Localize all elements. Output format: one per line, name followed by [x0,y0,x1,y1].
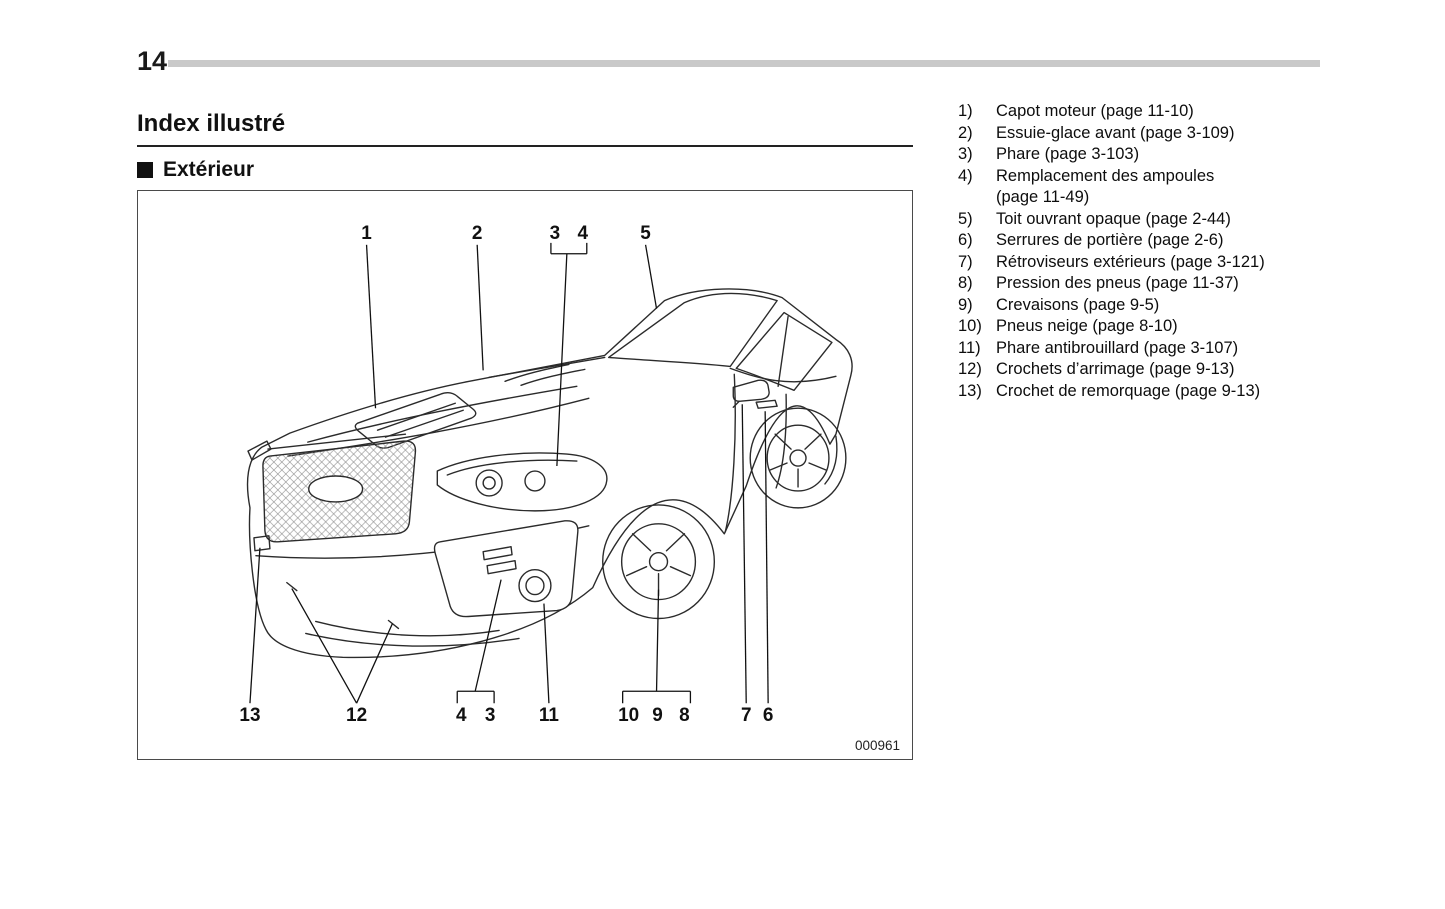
index-item-label: Pression des pneus (page 11-37) [996,274,1239,292]
callout-label: 8 [679,705,690,726]
wipers [504,363,586,387]
index-item-label: Crochets d’arrimage (page 9-13) [996,360,1235,378]
index-item: 8) Pression des pneus (page 11-37) [958,273,1308,295]
section-bullet-icon [137,162,153,178]
side-mirror [732,379,770,402]
fog-lamp [433,520,579,618]
callout-label: 10 [618,705,639,726]
exterior-diagram-figure: 1 2 3 4 5 13 12 4 3 11 10 9 8 7 6 000961 [137,190,913,760]
index-item-number: 7) [958,252,973,271]
index-item: 13) Crochet de remorquage (page 9-13) [958,381,1308,403]
brand-badge [308,475,364,503]
index-item-label: Capot moteur (page 11-10) [996,102,1194,120]
callout-label: 7 [741,705,752,726]
index-item-label: Phare antibrouillard (page 3-107) [996,338,1239,357]
page-number: 14 [137,46,168,76]
figure-code: 000961 [854,738,900,753]
index-item: 11) Phare antibrouillard (page 3-107) [958,338,1308,360]
callout-leader-lines [249,242,769,704]
index-item: 1) Capot moteur (page 11-10) [958,101,1308,123]
index-item-label: Pneus neige (page 8-10) [996,317,1178,335]
section-heading-label: Extérieur [163,158,255,181]
index-item: 4) Remplacement des ampoules (page 11-49) [958,166,1308,209]
index-item-number: 13) [958,381,982,400]
index-item-number: 11) [958,338,981,357]
index-item-label: Crochet de remorquage (page 9-13) [996,381,1261,400]
section-heading: Extérieur [137,158,254,182]
callout-label: 4 [456,705,467,726]
index-item-label: Toit ouvrant opaque (page 2-44) [996,209,1231,228]
hood-scoop [354,391,477,449]
rear-wheel [749,407,847,509]
index-item: 12) Crochets d’arrimage (page 9-13) [958,359,1308,381]
index-item: 5) Toit ouvrant opaque (page 2-44) [958,209,1308,231]
index-item-number: 2) [958,123,973,142]
callout-label: 1 [361,223,372,244]
callout-label: 3 [550,223,561,244]
callout-label: 12 [346,705,367,726]
tow-hook-cover [253,535,271,552]
index-item-number: 1) [958,102,973,120]
index-item-number: 10) [958,317,982,335]
side-glass [735,311,833,391]
callout-label: 3 [485,705,496,726]
index-item-label: Rétroviseurs extérieurs (page 3-121) [996,252,1265,271]
index-item: 2) Essuie-glace avant (page 3-109) [958,123,1308,145]
index-item: 6) Serrures de portière (page 2-6) [958,230,1308,252]
index-item-label: Phare (page 3-103) [996,145,1140,163]
index-item-label: Essuie-glace avant (page 3-109) [996,123,1235,142]
index-item-number: 9) [958,295,973,314]
index-item-number: 3) [958,145,973,163]
index-item-number: 4) [958,166,973,185]
index-item-number: 6) [958,231,973,249]
page-title: Index illustré [137,110,913,147]
tie-down-hooks [286,581,400,630]
callout-label: 5 [640,223,651,244]
car-body-outline [246,288,853,659]
callout-label: 2 [472,223,483,244]
callout-label: 6 [763,705,774,726]
index-item-label: Serrures de portière (page 2-6) [996,231,1224,249]
callout-label: 13 [239,705,260,726]
index-item-label: Crevaisons (page 9-5) [996,295,1160,314]
callout-labels: 1 2 3 4 5 13 12 4 3 11 10 9 8 7 6 [239,223,773,726]
index-item-label: Remplacement des ampoules (page 11-49) [996,166,1215,207]
index-item: 10) Pneus neige (page 8-10) [958,316,1308,338]
index-item-number: 8) [958,274,973,292]
windshield [608,292,778,368]
index-item: 3) Phare (page 3-103) [958,144,1308,166]
callout-label: 9 [652,705,663,726]
index-item: 9) Crevaisons (page 9-5) [958,295,1308,317]
headlight [436,452,608,512]
index-list: 1) Capot moteur (page 11-10) 2) Essuie-gla… [958,101,1308,402]
callout-label: 11 [539,705,559,726]
index-item: 7) Rétroviseurs extérieurs (page 3-121) [958,252,1308,274]
index-item-number: 5) [958,209,973,228]
header-rule [168,60,1320,67]
door-handle [755,399,778,409]
car-drawing [246,288,853,659]
index-item-number: 12) [958,360,982,378]
callout-label: 4 [578,223,589,244]
car-diagram-svg: 1 2 3 4 5 13 12 4 3 11 10 9 8 7 6 [239,223,853,726]
